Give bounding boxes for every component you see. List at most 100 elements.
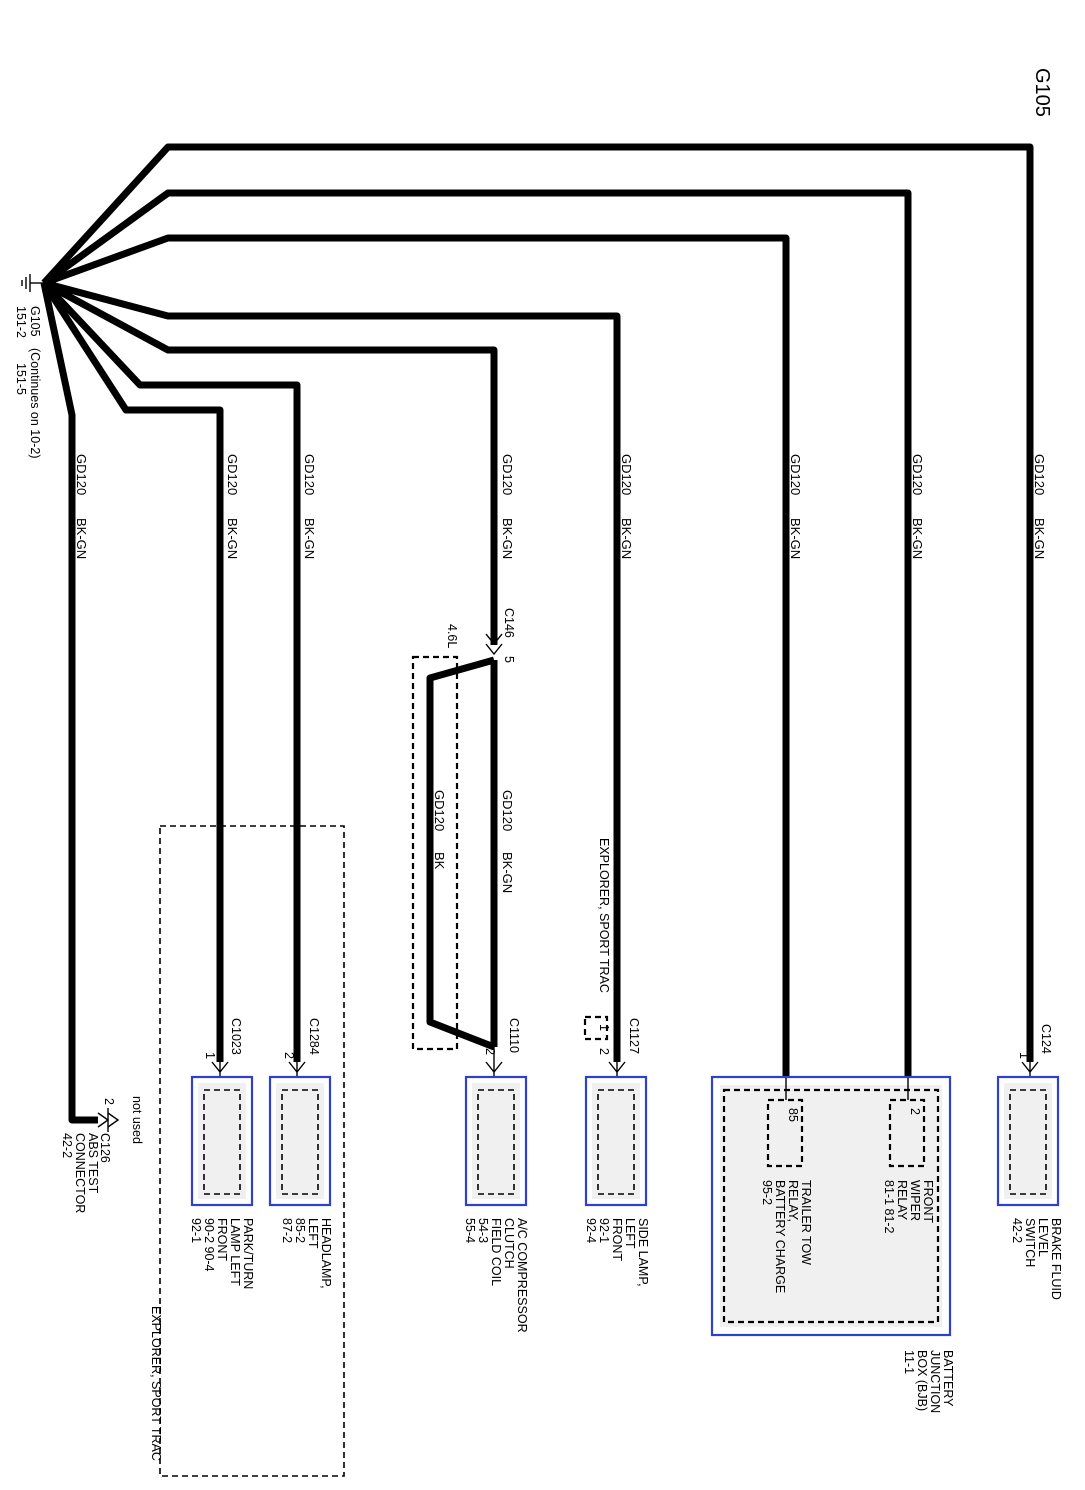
- side-lamp-line-3: FRONT: [610, 1218, 624, 1261]
- wire-label-circuit-8: GD120: [74, 454, 89, 495]
- ground-ref-1: 151-2: [14, 306, 28, 338]
- c1127-pin: 2: [597, 1048, 611, 1055]
- wire-brake-fluid: [41, 143, 1034, 1062]
- c124-label: C124: [1039, 1024, 1053, 1054]
- abs-connector-symbol: [97, 1108, 120, 1132]
- abs-line-1: ABS TEST: [86, 1133, 100, 1194]
- bjb-line-1: BATTERY: [941, 1350, 955, 1407]
- headlamp-line-4: 87-2: [280, 1218, 294, 1243]
- wire-label-color-3: BK-GN: [788, 518, 803, 559]
- ac-clutch-line-1: A/C COMPRESSOR: [515, 1218, 529, 1333]
- brake-fluid-switch-inner: [1004, 1083, 1052, 1199]
- abs-line-2: CONNECTOR: [73, 1133, 87, 1213]
- ground-symbol: [21, 274, 44, 292]
- side-lamp-line-2: LEFT: [623, 1218, 637, 1249]
- trailer-tow-pin: 85: [786, 1108, 800, 1122]
- side-lamp-line-4: 92-1: [597, 1218, 611, 1243]
- explorer-note-region: EXPLORER, SPORT TRAC: [149, 1306, 163, 1461]
- wire-label-color-4: BK-GN: [619, 518, 634, 559]
- side-lamp-line-5: 92-4: [584, 1218, 598, 1243]
- trailer-tow-line-4: 95-2: [760, 1180, 774, 1205]
- ac-clutch-line-3: FIELD COIL: [489, 1218, 503, 1286]
- side-lamp-alt-pin-box: [583, 1015, 609, 1041]
- bjb-line-3: BOX (BJB): [915, 1350, 929, 1411]
- brake-fluid-line-4: 42-2: [1010, 1218, 1024, 1243]
- engine-4-6l-label: 4.6L: [445, 624, 459, 648]
- front-wiper-line-1: FRONT: [921, 1180, 935, 1223]
- front-wiper-pin: 2: [908, 1108, 922, 1115]
- wire-ac-clutch: [42, 279, 498, 645]
- c1110-label: C1110: [507, 1018, 521, 1053]
- front-wiper-line-2: WIPER: [908, 1180, 922, 1221]
- side-lamp-alt-pin: 1: [597, 1024, 611, 1031]
- explorer-note-side-lamp: EXPLORER, SPORT TRAC: [597, 838, 611, 993]
- wire-label-color-6: BK-GN: [302, 518, 317, 559]
- wire-label-color-1: BK-GN: [1032, 518, 1047, 559]
- side-lamp-inner: [592, 1083, 640, 1199]
- headlamp-line-3: 85-2: [293, 1218, 307, 1243]
- c124-pin: 1: [1017, 1052, 1031, 1059]
- c1284-label: C1284: [307, 1018, 321, 1055]
- wire-label-color-7: BK-GN: [225, 518, 240, 559]
- trailer-tow-line-3: BATTERY CHARGE: [773, 1180, 787, 1293]
- wire-side-lamp: [43, 279, 621, 1062]
- side-lamp-line-1: SIDE LAMP,: [636, 1218, 650, 1287]
- ac-clutch-inner: [472, 1083, 520, 1199]
- c1284-pin: 2: [282, 1052, 296, 1059]
- brake-fluid-line-3: SWITCH: [1023, 1218, 1037, 1267]
- ac-clutch-line-2: CLUTCH: [502, 1218, 516, 1269]
- ac-wire-b-color: BK: [432, 852, 447, 870]
- trailer-tow-line-2: RELAY,: [786, 1180, 800, 1222]
- wire-label-circuit-1: GD120: [1032, 454, 1047, 495]
- c1023-pin: 1: [203, 1052, 217, 1059]
- ac-clutch-line-5: 55-4: [463, 1218, 477, 1243]
- abs-pin: 2: [102, 1098, 116, 1105]
- abs-connector-label: C126: [98, 1133, 112, 1163]
- front-wiper-line-4: 81-1 81-2: [882, 1180, 896, 1234]
- c1110-pin: 2: [483, 1048, 497, 1055]
- brake-fluid-line-1: BRAKE FLUID: [1049, 1218, 1063, 1300]
- wire-trailer-tow: [42, 234, 790, 1078]
- c146-pin: 5: [502, 656, 516, 663]
- wire-label-color-5: BK-GN: [500, 518, 515, 559]
- park-turn-line-1: PARK/TURN: [241, 1218, 255, 1289]
- ac-clutch-line-4: 54-3: [476, 1218, 490, 1243]
- abs-line-3: 42-2: [60, 1133, 74, 1158]
- brake-fluid-line-2: LEVEL: [1036, 1218, 1050, 1257]
- wire-label-color-8: BK-GN: [74, 518, 89, 559]
- c146-label: C146: [502, 608, 516, 638]
- wire-headlamp: [41, 280, 301, 1062]
- wire-front-wiper: [41, 189, 912, 1078]
- ground-ref-2: 151-5: [14, 363, 28, 395]
- bjb-dashed: [722, 1088, 940, 1324]
- page-title: G105: [1031, 68, 1053, 117]
- park-turn-inner: [198, 1083, 246, 1199]
- c1127-label: C1127: [627, 1018, 641, 1054]
- ground-label: G105: [28, 306, 42, 337]
- wire-label-circuit-2: GD120: [910, 454, 925, 495]
- ac-wire-a-color: BK-GN: [500, 852, 515, 893]
- wire-label-circuit-7: GD120: [225, 454, 240, 495]
- wire-label-circuit-5: GD120: [500, 454, 515, 495]
- headlamp-inner: [276, 1083, 324, 1199]
- engine-4-6l-box: [411, 655, 459, 1051]
- park-turn-line-5: 92-1: [189, 1218, 203, 1243]
- abs-not-used: not used: [130, 1096, 144, 1144]
- wire-abs: [40, 282, 98, 1124]
- park-turn-line-4: 90-2 90-4: [202, 1218, 216, 1272]
- bjb-line-2: JUNCTION: [928, 1350, 942, 1413]
- bjb-inner: [720, 1085, 942, 1327]
- park-turn-line-3: FRONT: [215, 1218, 229, 1261]
- ac-wire-a-circuit: GD120: [500, 790, 515, 831]
- wire-label-circuit-6: GD120: [302, 454, 317, 495]
- wire-label-circuit-3: GD120: [788, 454, 803, 495]
- front-wiper-line-3: RELAY: [895, 1180, 909, 1221]
- wire-label-color-2: BK-GN: [910, 518, 925, 559]
- bjb-line-4: 11-1: [902, 1350, 916, 1374]
- wire-ac-4-6l-branch: [426, 656, 496, 1051]
- headlamp-line-1: HEADLAMP,: [319, 1218, 333, 1289]
- c146-connector-symbol: [485, 633, 503, 656]
- c1023-label: C1023: [229, 1018, 243, 1055]
- ac-wire-b-circuit: GD120: [432, 790, 447, 831]
